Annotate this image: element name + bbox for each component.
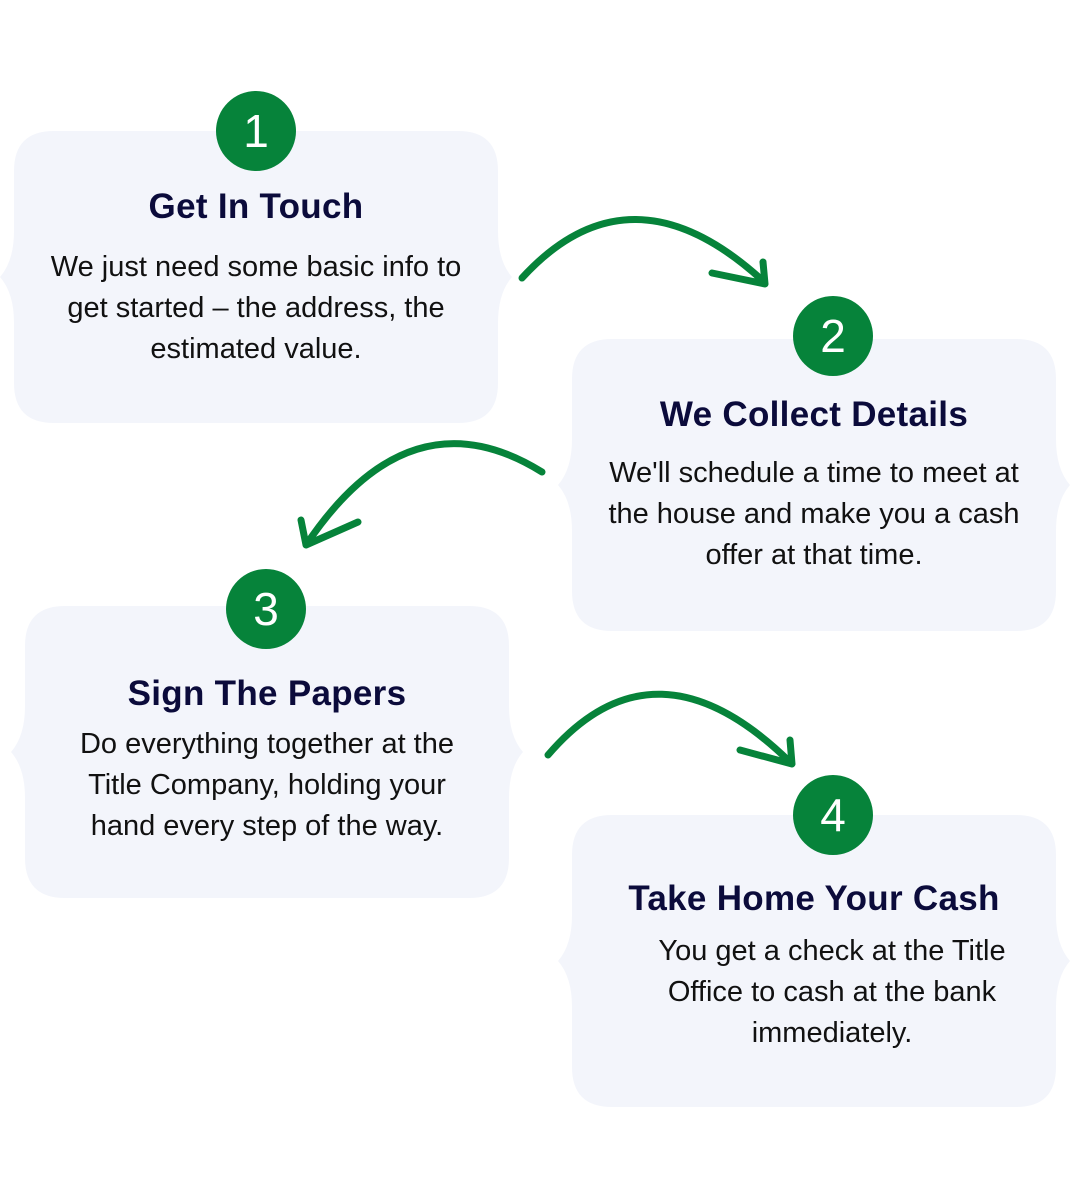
- step-number-badge-1: 1: [216, 91, 296, 171]
- step-title: Take Home Your Cash: [628, 879, 1000, 918]
- step-description: Do everything together at the Title Comp…: [79, 728, 454, 842]
- step-description: We just need some basic info to get star…: [50, 251, 462, 365]
- step-title: Get In Touch: [148, 187, 364, 226]
- step-number-badge-4: 4: [793, 775, 873, 855]
- step-card-3: Sign The Papers Do everything together a…: [11, 606, 523, 898]
- step-card-2: We Collect Details We'll schedule a time…: [558, 339, 1070, 631]
- step-title: We Collect Details: [659, 395, 969, 434]
- step-number-badge-3: 3: [226, 569, 306, 649]
- step-card-1: Get In Touch We just need some basic inf…: [0, 131, 512, 423]
- step-card-4: Take Home Your Cash You get a check at t…: [558, 815, 1070, 1107]
- step-title: Sign The Papers: [127, 674, 407, 713]
- arrow-2-to-3: [297, 440, 546, 549]
- step-description: We'll schedule a time to meet at the hou…: [608, 457, 1020, 571]
- step-number-badge-2: 2: [793, 296, 873, 376]
- arrow-1-to-2: [518, 216, 769, 288]
- arrow-3-to-4: [544, 690, 796, 768]
- step-description: You get a check at the Title Office to c…: [658, 935, 1006, 1049]
